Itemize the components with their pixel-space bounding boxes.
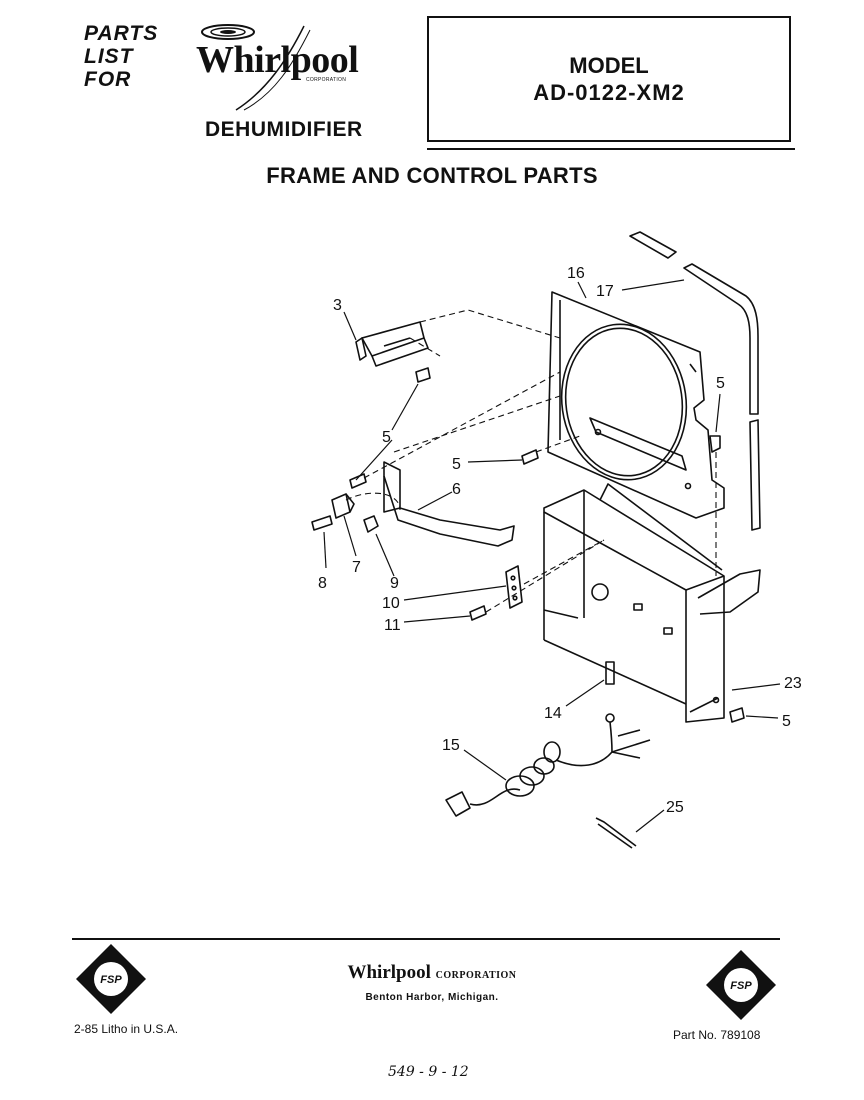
callout-14: 14 — [544, 705, 562, 722]
callout-23: 23 — [784, 675, 802, 692]
for-line: FOR — [84, 68, 132, 91]
handwritten-note: 549 - 9 - 12 — [388, 1064, 469, 1080]
footer-divider — [72, 938, 780, 940]
callout-15: 15 — [442, 737, 460, 754]
assembly-dash-lines — [345, 309, 717, 613]
footer-brand: Whirlpool CORPORATION — [0, 962, 864, 984]
footer-address: Benton Harbor, Michigan. — [365, 992, 499, 1003]
litho-note: 2-85 Litho in U.S.A. — [74, 1022, 179, 1036]
model-box — [427, 16, 791, 142]
callout-17: 17 — [596, 283, 614, 300]
callout-labels: 3 16 17 5 5 5 6 7 8 9 10 11 14 15 23 5 2… — [318, 265, 802, 816]
part-11-screw — [469, 605, 487, 621]
part-3-bracket — [355, 321, 429, 367]
model-box-underline — [427, 148, 795, 150]
callout-11: 11 — [384, 617, 401, 634]
footer-brand-name: Whirlpool — [347, 962, 431, 983]
callout-6: 6 — [452, 481, 461, 498]
callout-25: 25 — [666, 799, 684, 816]
part-10-terminal-block — [505, 565, 523, 609]
svg-text:FSP: FSP — [730, 980, 752, 992]
callout-5-upper-right: 5 — [716, 375, 725, 392]
parts-line: PARTS — [84, 22, 159, 45]
callout-10: 10 — [382, 595, 400, 612]
product-name: DEHUMIDIFIER — [205, 118, 363, 141]
callout-5-center: 5 — [452, 456, 461, 473]
whirlpool-swirl-logo-icon — [201, 24, 311, 111]
whirlpool-brand: Whirlpool — [196, 39, 359, 81]
callout-5-lower-right: 5 — [782, 713, 791, 730]
list-line: LIST — [84, 45, 134, 68]
svg-text:FSP: FSP — [100, 974, 122, 986]
section-title: FRAME AND CONTROL PARTS — [266, 163, 598, 188]
part-25-wire — [595, 817, 637, 849]
model-label: MODEL — [569, 53, 649, 78]
footer-brand-corporation: CORPORATION — [435, 970, 517, 981]
part-7-clamp — [331, 493, 355, 519]
parts-list-for-label: PARTS LIST FOR — [84, 22, 158, 91]
part-8-screw — [311, 515, 333, 531]
exploded-parts-diagram: 3 16 17 5 5 5 6 7 8 9 10 11 14 15 23 5 2… — [311, 231, 802, 849]
fsp-badge-left-icon: FSP — [76, 944, 146, 1014]
brand-corporation: CORPORATION — [306, 77, 347, 83]
part-number: Part No. 789108 — [673, 1028, 761, 1042]
part-15-power-cord — [445, 721, 651, 817]
part-23-panel — [543, 483, 761, 723]
part-6-bracket-arm — [383, 461, 515, 547]
callout-5-left: 5 — [382, 429, 391, 446]
part-9-nut — [363, 515, 379, 533]
part-16-frame — [547, 291, 725, 519]
part-17-seal — [629, 231, 761, 531]
model-number: AD-0122-XM2 — [533, 80, 685, 105]
callout-7: 7 — [352, 559, 361, 576]
callout-9: 9 — [390, 575, 399, 592]
callout-3: 3 — [333, 297, 342, 314]
leader-lines — [323, 279, 781, 833]
callout-8: 8 — [318, 575, 327, 592]
callout-16: 16 — [567, 265, 585, 282]
fsp-badge-right-icon: FSP — [706, 950, 776, 1020]
